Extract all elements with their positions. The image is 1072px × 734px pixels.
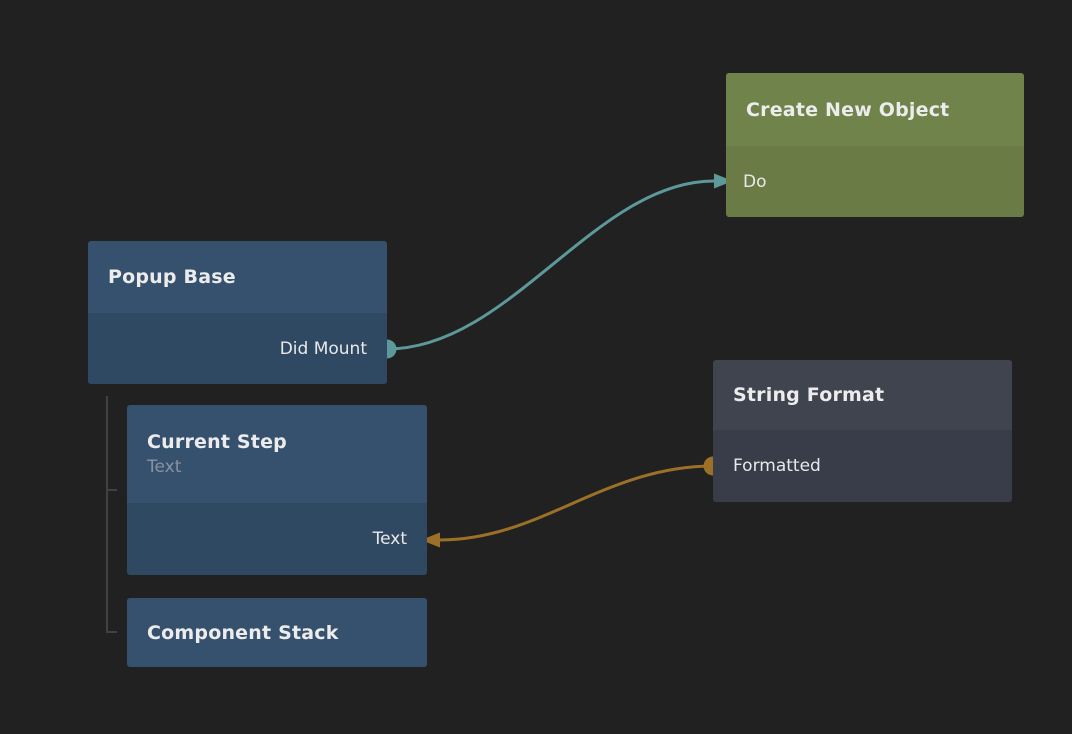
node-title: Current Step [147, 431, 287, 453]
node-title: Component Stack [147, 621, 339, 644]
port-row-text[interactable]: Text [127, 503, 427, 575]
node-header[interactable]: Component Stack [127, 598, 427, 667]
port-row-formatted[interactable]: Formatted [713, 430, 1012, 502]
node-string-format[interactable]: String Format Formatted [713, 360, 1012, 502]
output-port-label: Formatted [733, 456, 821, 476]
connection-string-curve[interactable] [439, 464, 714, 542]
node-header[interactable]: Create New Object [726, 73, 1024, 146]
node-header[interactable]: Popup Base [88, 241, 387, 313]
connection-signal-curve[interactable] [386, 179, 715, 351]
node-title: Popup Base [108, 266, 236, 288]
node-header[interactable]: String Format [713, 360, 1012, 430]
port-row-do[interactable]: Do [726, 146, 1024, 217]
node-title: Create New Object [746, 98, 950, 121]
node-subtitle: Text [147, 457, 182, 477]
input-port-label: Do [743, 171, 767, 192]
node-component-stack[interactable]: Component Stack [127, 598, 427, 667]
port-row-did-mount[interactable]: Did Mount [88, 313, 387, 384]
input-port-label: Text [372, 529, 407, 549]
node-header[interactable]: Current Step Text [127, 405, 427, 503]
output-port-label: Did Mount [279, 338, 367, 359]
hierarchy-line-component-stack [106, 396, 117, 633]
node-create-new-object[interactable]: Create New Object Do [726, 73, 1024, 217]
node-popup-base[interactable]: Popup Base Did Mount [88, 241, 387, 384]
node-current-step[interactable]: Current Step Text Text [127, 405, 427, 575]
node-title: String Format [733, 384, 885, 406]
